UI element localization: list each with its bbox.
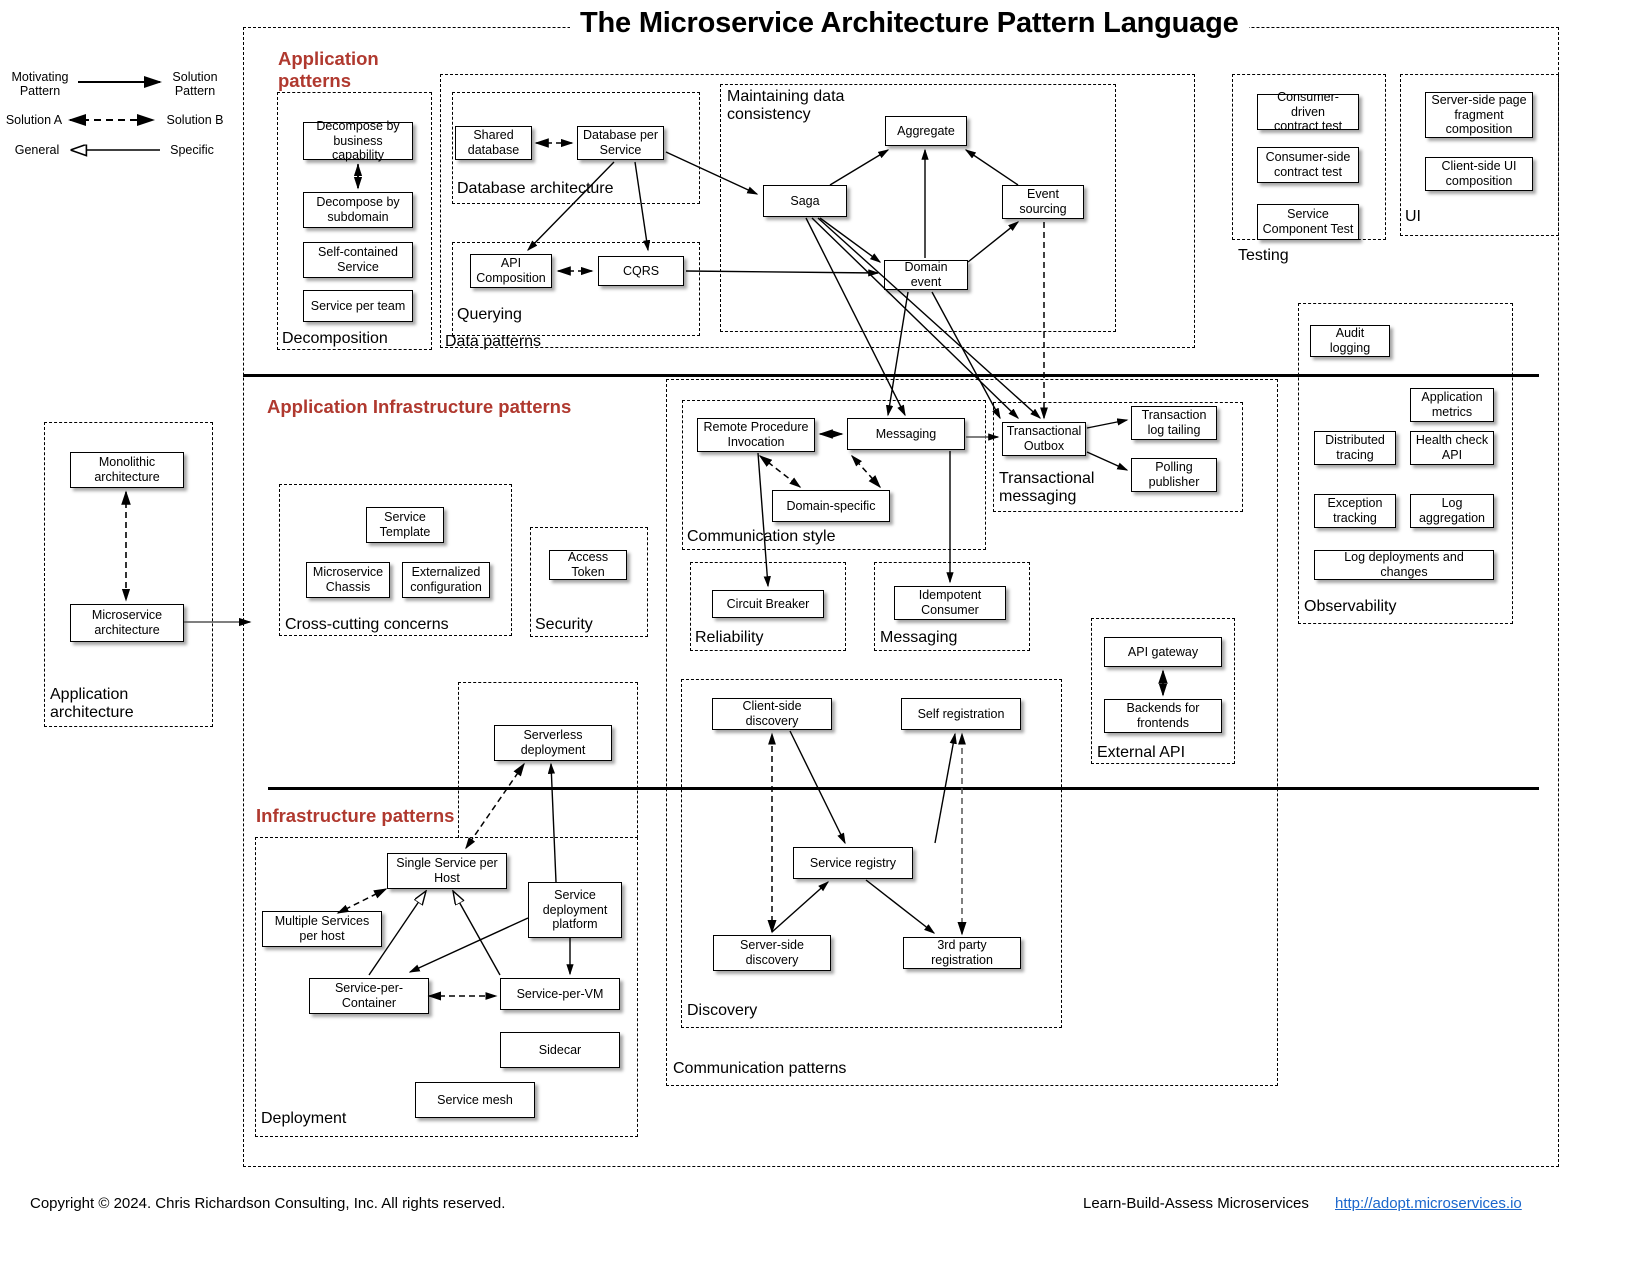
legend-general: General	[14, 143, 60, 157]
group-label-ui: UI	[1405, 208, 1421, 225]
box-database-per-service[interactable]: Database per Service	[577, 126, 664, 160]
box-transactional-outbox[interactable]: Transactional Outbox	[1002, 422, 1086, 456]
legend-solution-a: Solution A	[5, 113, 63, 127]
group-decomposition	[277, 92, 432, 350]
group-label-discovery: Discovery	[687, 1002, 758, 1019]
group-label-transactional-messaging: Transactional messaging	[999, 470, 1095, 505]
box-microservice-chassis[interactable]: Microservice Chassis	[306, 562, 390, 598]
group-ui	[1400, 74, 1559, 236]
group-discovery	[681, 679, 1062, 1028]
box-circuit-breaker[interactable]: Circuit Breaker	[712, 590, 824, 618]
box-service-per-team[interactable]: Service per team	[303, 290, 413, 322]
group-label-security: Security	[535, 616, 593, 633]
footer-link[interactable]: http://adopt.microservices.io	[1335, 1195, 1522, 1212]
legend-specific: Specific	[170, 143, 214, 157]
footer-tagline: Learn-Build-Assess Microservices	[1083, 1195, 1309, 1212]
box-transaction-log-tailing[interactable]: Transaction log tailing	[1131, 406, 1217, 440]
box-shared-database[interactable]: Shared database	[455, 126, 532, 160]
divider-infrastructure	[268, 787, 1539, 790]
box-distributed-tracing[interactable]: Distributed tracing	[1314, 431, 1396, 465]
box-client-side-discovery[interactable]: Client-side discovery	[712, 698, 832, 730]
group-deployment-upper	[458, 682, 638, 838]
box-sidecar[interactable]: Sidecar	[500, 1032, 620, 1068]
group-application-architecture	[44, 422, 213, 727]
box-application-metrics[interactable]: Application metrics	[1410, 388, 1494, 422]
group-label-communication-style: Communication style	[687, 528, 836, 545]
box-service-registry[interactable]: Service registry	[793, 847, 913, 879]
box-single-service-per-host[interactable]: Single Service per Host	[387, 853, 507, 889]
box-decompose-by-subdomain[interactable]: Decompose by subdomain	[303, 192, 413, 228]
group-label-data-patterns: Data patterns	[445, 333, 542, 350]
group-label-external-api: External API	[1097, 744, 1186, 761]
box-service-template[interactable]: Service Template	[366, 507, 444, 543]
group-security	[530, 527, 648, 637]
group-transactional-messaging	[993, 402, 1243, 512]
group-label-cross-cutting-concerns: Cross-cutting concerns	[285, 616, 449, 633]
box-aggregate[interactable]: Aggregate	[885, 116, 967, 146]
group-label-communication-patterns: Communication patterns	[673, 1060, 847, 1077]
box-domain-event[interactable]: Domain event	[884, 260, 968, 290]
group-label-database-architecture: Database architecture	[457, 180, 614, 197]
box-service-deployment-platform[interactable]: Service deployment platform	[528, 882, 622, 938]
group-label-decomposition: Decomposition	[282, 330, 388, 347]
box-serverless-deployment[interactable]: Serverless deployment	[494, 725, 612, 761]
box-service-component-test[interactable]: Service Component Test	[1257, 204, 1359, 240]
box-self-registration[interactable]: Self registration	[901, 698, 1021, 730]
box-service-per-container[interactable]: Service-per- Container	[309, 978, 429, 1014]
box-saga[interactable]: Saga	[763, 185, 847, 217]
band-title-infrastructure: Infrastructure patterns	[256, 805, 455, 826]
group-label-messaging: Messaging	[880, 629, 958, 646]
box-client-side-ui-composition[interactable]: Client-side UI composition	[1425, 157, 1533, 191]
box-consumer-driven-contract-test[interactable]: Consumer-driven contract test	[1257, 90, 1359, 133]
box-decompose-by-business-capability[interactable]: Decompose by business capability	[303, 119, 413, 162]
box-access-token[interactable]: Access Token	[549, 550, 627, 580]
page-title: The Microservice Architecture Pattern La…	[570, 7, 1249, 40]
box-service-mesh[interactable]: Service mesh	[415, 1082, 535, 1118]
box-api-composition[interactable]: API Composition	[470, 254, 552, 288]
box-log-deployments-and-changes[interactable]: Log deployments and changes	[1314, 550, 1494, 580]
box-event-sourcing[interactable]: Event sourcing	[1002, 185, 1084, 219]
footer-copyright: Copyright © 2024. Chris Richardson Consu…	[30, 1195, 506, 1212]
box-messaging[interactable]: Messaging	[847, 418, 965, 450]
legend-motivating-pattern: Motivating Pattern	[11, 70, 69, 99]
group-cross-cutting-concerns	[279, 484, 512, 636]
group-label-reliability: Reliability	[695, 629, 764, 646]
box-service-per-vm[interactable]: Service-per-VM	[500, 978, 620, 1010]
box-multiple-services-per-host[interactable]: Multiple Services per host	[262, 911, 382, 947]
box-externalized-configuration[interactable]: Externalized configuration	[402, 562, 490, 598]
box-server-side-page-fragment-composition[interactable]: Server-side page fragment composition	[1425, 92, 1533, 138]
box-api-gateway[interactable]: API gateway	[1104, 637, 1222, 667]
box-domain-specific[interactable]: Domain-specific	[772, 490, 890, 522]
box-monolithic-architecture[interactable]: Monolithic architecture	[70, 452, 184, 488]
box-idempotent-consumer[interactable]: Idempotent Consumer	[894, 586, 1006, 620]
group-messaging	[874, 562, 1030, 651]
box-health-check-api[interactable]: Health check API	[1410, 431, 1494, 465]
group-label-maintaining-data-consistency: Maintaining data consistency	[727, 88, 845, 123]
box-microservice-architecture[interactable]: Microservice architecture	[70, 604, 184, 642]
group-deployment	[255, 837, 638, 1137]
box-polling-publisher[interactable]: Polling publisher	[1131, 458, 1217, 492]
band-title-application: Application patterns	[278, 48, 379, 92]
box-audit-logging[interactable]: Audit logging	[1310, 325, 1390, 357]
box-self-contained-service[interactable]: Self-contained Service	[303, 242, 413, 278]
group-label-observability: Observability	[1304, 598, 1397, 615]
box-exception-tracking[interactable]: Exception tracking	[1314, 494, 1396, 528]
legend-solution-b: Solution B	[166, 113, 224, 127]
box-3rd-party-registration[interactable]: 3rd party registration	[903, 937, 1021, 969]
group-observability	[1298, 303, 1513, 624]
box-remote-procedure-invocation[interactable]: Remote Procedure Invocation	[697, 418, 815, 452]
legend-solution-pattern: Solution Pattern	[172, 70, 218, 99]
group-label-querying: Querying	[457, 306, 522, 323]
box-consumer-side-contract-test[interactable]: Consumer-side contract test	[1257, 147, 1359, 183]
group-label-application-architecture: Application architecture	[50, 686, 134, 721]
box-server-side-discovery[interactable]: Server-side discovery	[713, 935, 831, 971]
band-title-app-infrastructure: Application Infrastructure patterns	[267, 396, 572, 417]
group-external-api	[1091, 618, 1235, 764]
box-log-aggregation[interactable]: Log aggregation	[1410, 494, 1494, 528]
box-backends-for-frontends[interactable]: Backends for frontends	[1104, 699, 1222, 733]
box-cqrs[interactable]: CQRS	[598, 256, 684, 286]
group-label-deployment: Deployment	[261, 1110, 347, 1127]
group-label-testing: Testing	[1238, 247, 1289, 264]
